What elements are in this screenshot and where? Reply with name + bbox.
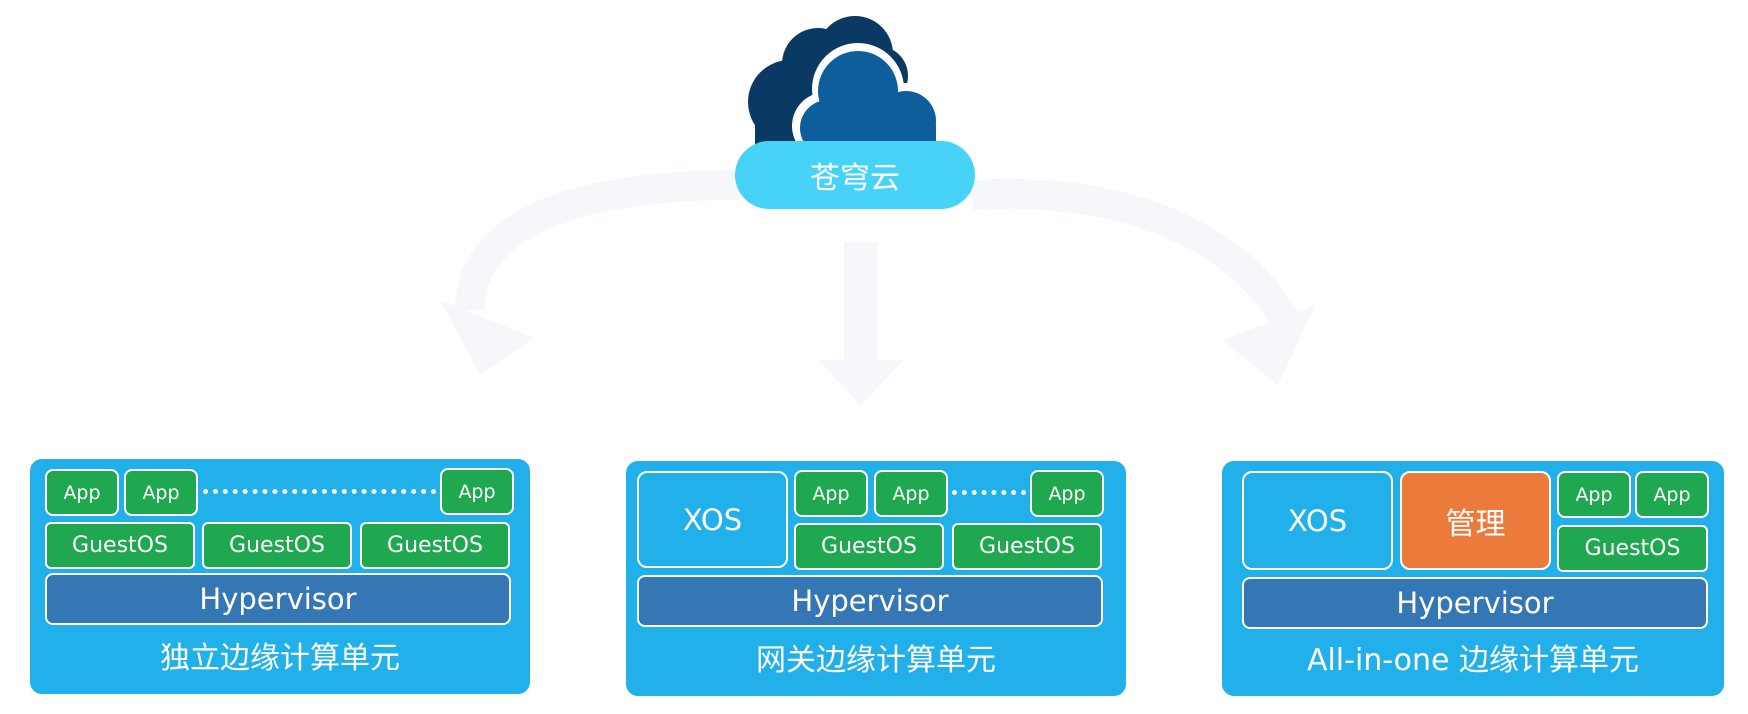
arrowhead-left	[440, 300, 535, 375]
app-chip: App	[440, 468, 514, 515]
app-chip: App	[45, 469, 119, 516]
dotted-connector	[203, 489, 466, 494]
hypervisor-bar: Hypervisor	[637, 575, 1103, 627]
guestos-chip: GuestOS	[202, 522, 352, 569]
arrow-right-icon	[971, 178, 1299, 328]
management-block: 管理	[1400, 471, 1551, 570]
unit-gateway: XOS App App App GuestOS GuestOS Hypervis…	[626, 461, 1126, 696]
xos-block: XOS	[637, 471, 788, 568]
arrowhead-right	[1222, 305, 1315, 385]
unit-label: 独立边缘计算单元	[160, 641, 400, 676]
app-chip: App	[1635, 471, 1709, 518]
guestos-chip: GuestOS	[1557, 525, 1708, 572]
cloud-icon	[748, 16, 942, 154]
unit-standalone: App App App GuestOS GuestOS GuestOS Hype…	[30, 459, 530, 694]
app-chip: App	[1557, 471, 1631, 518]
unit-label: 网关边缘计算单元	[756, 643, 996, 678]
guestos-chip: GuestOS	[360, 522, 510, 569]
unit-all-in-one: XOS 管理 App App GuestOS Hypervisor All-in…	[1222, 461, 1724, 696]
app-chip: App	[874, 470, 948, 517]
cloud-label: 苍穹云	[735, 141, 975, 209]
arrow-center-shaft	[844, 242, 878, 362]
app-chip: App	[124, 469, 198, 516]
guestos-chip: GuestOS	[952, 523, 1102, 570]
arrow-left-icon	[455, 170, 741, 311]
arrowhead-center	[818, 360, 904, 405]
dotted-connector	[952, 490, 1036, 495]
guestos-chip: GuestOS	[794, 523, 944, 570]
guestos-chip: GuestOS	[45, 522, 195, 569]
hypervisor-bar: Hypervisor	[1242, 577, 1708, 629]
xos-block: XOS	[1242, 471, 1393, 570]
unit-label: All-in-one 边缘计算单元	[1306, 643, 1640, 678]
app-chip: App	[794, 470, 868, 517]
hypervisor-bar: Hypervisor	[45, 573, 511, 625]
app-chip: App	[1030, 470, 1104, 517]
